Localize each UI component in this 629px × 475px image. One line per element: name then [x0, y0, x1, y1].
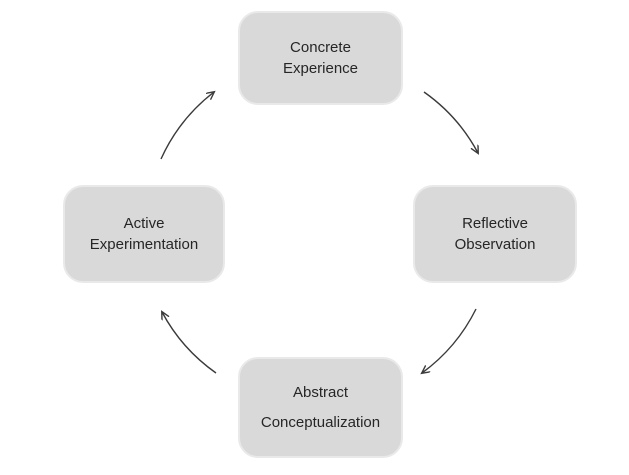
arrow-active-to-concrete-icon	[160, 92, 214, 160]
node-reflective-observation-label: Reflective Observation	[455, 213, 536, 255]
node-label-line: Experimentation	[89, 236, 199, 253]
node-label-line: Conceptualization	[260, 413, 381, 431]
node-abstract-conceptualization: Abstract Conceptualization	[238, 357, 403, 458]
node-label-line: Abstract	[292, 383, 349, 401]
node-label-line: Experience	[282, 60, 359, 77]
node-label-line: Reflective	[462, 215, 528, 232]
node-active-experimentation: Active Experimentation	[63, 185, 225, 283]
node-label-line: Active	[123, 215, 165, 232]
node-concrete-experience-label: Concrete Experience	[283, 37, 358, 79]
arrow-concrete-to-reflective-icon	[423, 91, 478, 153]
node-active-experimentation-label: Active Experimentation	[90, 213, 198, 255]
arrow-reflective-to-abstract-icon	[422, 308, 477, 373]
node-label-line: Observation	[454, 236, 536, 253]
node-label-line: Concrete	[290, 39, 351, 56]
node-concrete-experience: Concrete Experience	[238, 11, 403, 105]
node-reflective-observation: Reflective Observation	[413, 185, 577, 283]
arrow-abstract-to-active-icon	[162, 312, 217, 374]
node-abstract-conceptualization-label: Abstract Conceptualization	[261, 378, 380, 438]
